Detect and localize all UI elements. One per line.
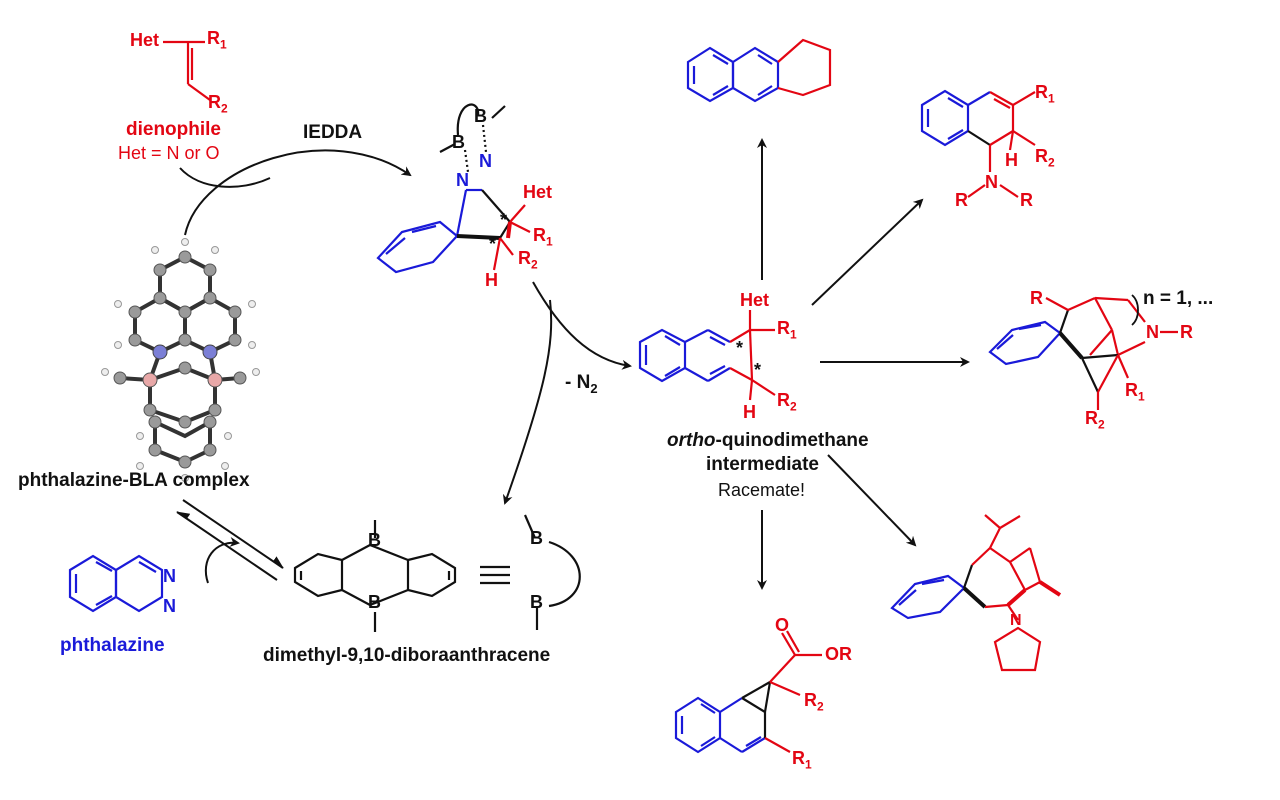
- minus-n2-text: - N: [565, 372, 591, 393]
- diboraanthracene-name: dimethyl-9,10-diboraanthracene: [263, 645, 551, 666]
- polycycle-n-note: n = 1, ...: [1143, 288, 1214, 309]
- amine-r-right: R: [1020, 190, 1033, 210]
- adduct-het: Het: [523, 182, 553, 202]
- r-subscript: 1: [790, 327, 797, 342]
- amine-n: N: [985, 172, 998, 192]
- cyclopropane-r1: R1: [792, 748, 812, 772]
- adduct-n-top: N: [479, 151, 492, 171]
- r-subscript: 2: [790, 399, 797, 414]
- minus-n2-label: - N2: [565, 372, 598, 396]
- r-subscript: 1: [1048, 91, 1055, 106]
- adduct-structure: [376, 103, 531, 274]
- polycycle-r1: R1: [1125, 380, 1145, 404]
- r-subscript: 2: [1048, 155, 1055, 170]
- polycycle-n: N: [1146, 322, 1159, 342]
- equilibrium-arrows: [176, 499, 284, 584]
- dienophile-r1-label: R1: [207, 28, 227, 52]
- adduct-h: H: [485, 270, 498, 290]
- intermediate-star-1: *: [736, 338, 744, 358]
- intermediate-name-line1: ortho-quinodimethane: [667, 430, 869, 452]
- adduct-b-top: B: [474, 106, 487, 126]
- dienophile-name: dienophile: [126, 119, 221, 140]
- intermediate-h: H: [743, 402, 756, 422]
- phthalazine-n-2: N: [163, 596, 176, 616]
- cyclopropane-r2: R2: [804, 690, 824, 714]
- phthalazine-name: phthalazine: [60, 635, 165, 656]
- r-symbol: R: [207, 28, 220, 48]
- intermediate-name-rest: -quinodimethane: [715, 430, 869, 451]
- racemate-note: Racemate!: [718, 480, 806, 500]
- amine-h: H: [1005, 150, 1018, 170]
- r-symbol: R: [1085, 408, 1098, 428]
- r-subscript: 2: [817, 699, 824, 714]
- adduct-b-left: B: [452, 132, 465, 152]
- dienophile-structure: [163, 40, 211, 101]
- iedda-label: IEDDA: [303, 122, 363, 143]
- r-symbol: R: [804, 690, 817, 710]
- r-symbol: R: [1035, 82, 1048, 102]
- intermediate-star-2: *: [754, 360, 762, 380]
- intermediate-name-line2: intermediate: [706, 454, 819, 475]
- n2-subscript: 2: [590, 380, 598, 396]
- product-cage: [890, 514, 1062, 672]
- product-cyclopropane: [674, 630, 822, 754]
- cage-n: N: [1010, 612, 1022, 629]
- dba-b-top: B: [368, 530, 381, 550]
- r-symbol: R: [1125, 380, 1138, 400]
- phthalazine-n-1: N: [163, 566, 176, 586]
- r-symbol: R: [208, 92, 221, 112]
- r-symbol: R: [533, 225, 546, 245]
- adduct-r2: R2: [518, 248, 538, 272]
- intermediate-r2: R2: [777, 390, 797, 414]
- polycycle-r2: R2: [1085, 408, 1105, 432]
- dienophile-r2-label: R2: [208, 92, 228, 116]
- adduct-star-2: *: [489, 234, 497, 254]
- phthalazine-structure: [68, 554, 164, 613]
- product-polycycle: [988, 294, 1178, 410]
- dienophile-het-note: Het = N or O: [118, 143, 220, 163]
- r-symbol: R: [1035, 146, 1048, 166]
- amine-r1: R1: [1035, 82, 1055, 106]
- amine-r2: R2: [1035, 146, 1055, 170]
- product-amine: [920, 89, 1036, 198]
- r-subscript: 1: [546, 234, 553, 249]
- r-symbol: R: [792, 748, 805, 768]
- r-subscript: 1: [1138, 389, 1145, 404]
- catalytic-cycle-arrows: [179, 149, 632, 505]
- diboraanthracene-structure: [293, 514, 581, 632]
- r-subscript: 2: [531, 257, 538, 272]
- r-subscript: 1: [220, 37, 227, 52]
- complex-name: phthalazine-BLA complex: [18, 470, 250, 491]
- polycycle-r-left: R: [1030, 288, 1043, 308]
- r-symbol: R: [777, 318, 790, 338]
- intermediate-name-italic: ortho: [667, 430, 716, 451]
- r-subscript: 2: [221, 101, 228, 116]
- intermediate-structure: [638, 310, 776, 401]
- r-subscript: 1: [805, 757, 812, 772]
- dba-b-bottom: B: [368, 592, 381, 612]
- schematic-b-top: B: [530, 528, 543, 548]
- schematic-b-bottom: B: [530, 592, 543, 612]
- intermediate-het: Het: [740, 290, 770, 310]
- amine-r-left: R: [955, 190, 968, 210]
- adduct-star-1: *: [500, 210, 508, 230]
- adduct-n-left: N: [456, 170, 469, 190]
- dienophile-het-label: Het: [130, 30, 160, 50]
- adduct-r1: R1: [533, 225, 553, 249]
- phthalazine-bla-complex-model: [101, 238, 260, 482]
- r-subscript: 2: [1098, 417, 1105, 432]
- polycycle-r-right: R: [1180, 322, 1193, 342]
- intermediate-r1: R1: [777, 318, 797, 342]
- product-arrows: [757, 138, 970, 590]
- r-symbol: R: [777, 390, 790, 410]
- r-symbol: R: [518, 248, 531, 268]
- product-cyclopentanaphthalene: [686, 38, 832, 103]
- cyclopropane-or: OR: [825, 644, 852, 664]
- cyclopropane-o: O: [775, 615, 790, 635]
